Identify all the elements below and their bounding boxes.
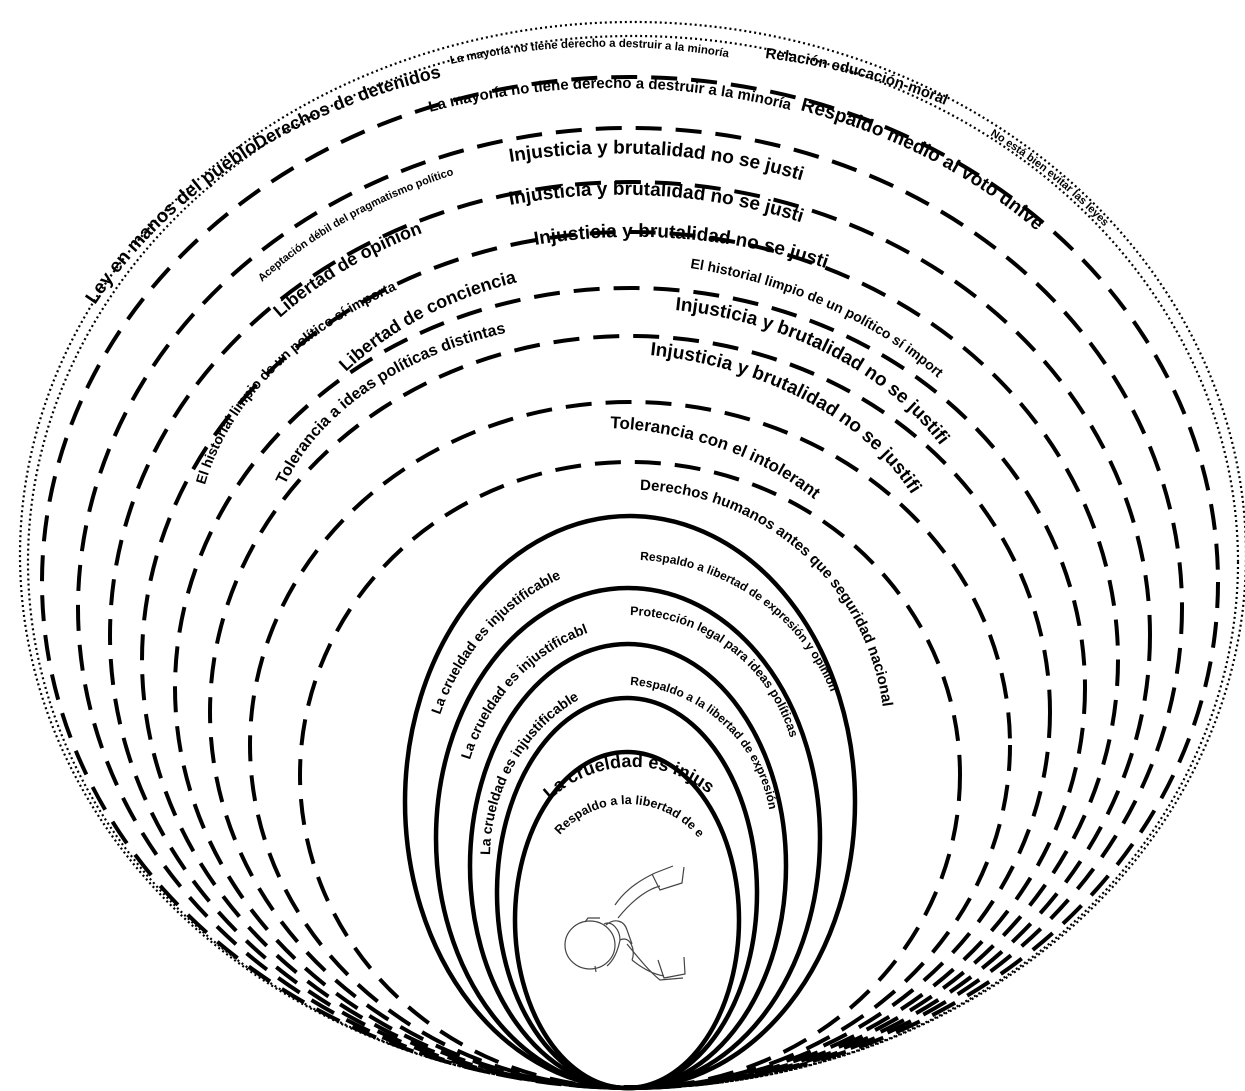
ring-solid-3 (470, 644, 786, 1088)
label-solid5-inner: Respaldo a la libertad de expresión (0, 0, 707, 840)
label-ring2-top: La mayoría no tiene derecho a destruir a… (427, 75, 794, 116)
label-outer-right: No está bien evitar las leyes (988, 127, 1110, 228)
ring-dashed-7 (210, 336, 1050, 1088)
person-sketch-icon (565, 866, 685, 980)
label-outer-top-1: La mayoría no tiene derecho a destruir a… (449, 38, 730, 67)
ring-dashed-9 (300, 462, 960, 1088)
label-outer-left-1: Ley en manos del pueblo (82, 136, 261, 308)
ring-dashed-4 (110, 182, 1150, 1088)
ring-dashed-3 (78, 128, 1182, 1088)
ring-dashed-8 (250, 402, 1010, 1088)
label-group: La mayoría no tiene derecho a destruir a… (0, 0, 1111, 855)
